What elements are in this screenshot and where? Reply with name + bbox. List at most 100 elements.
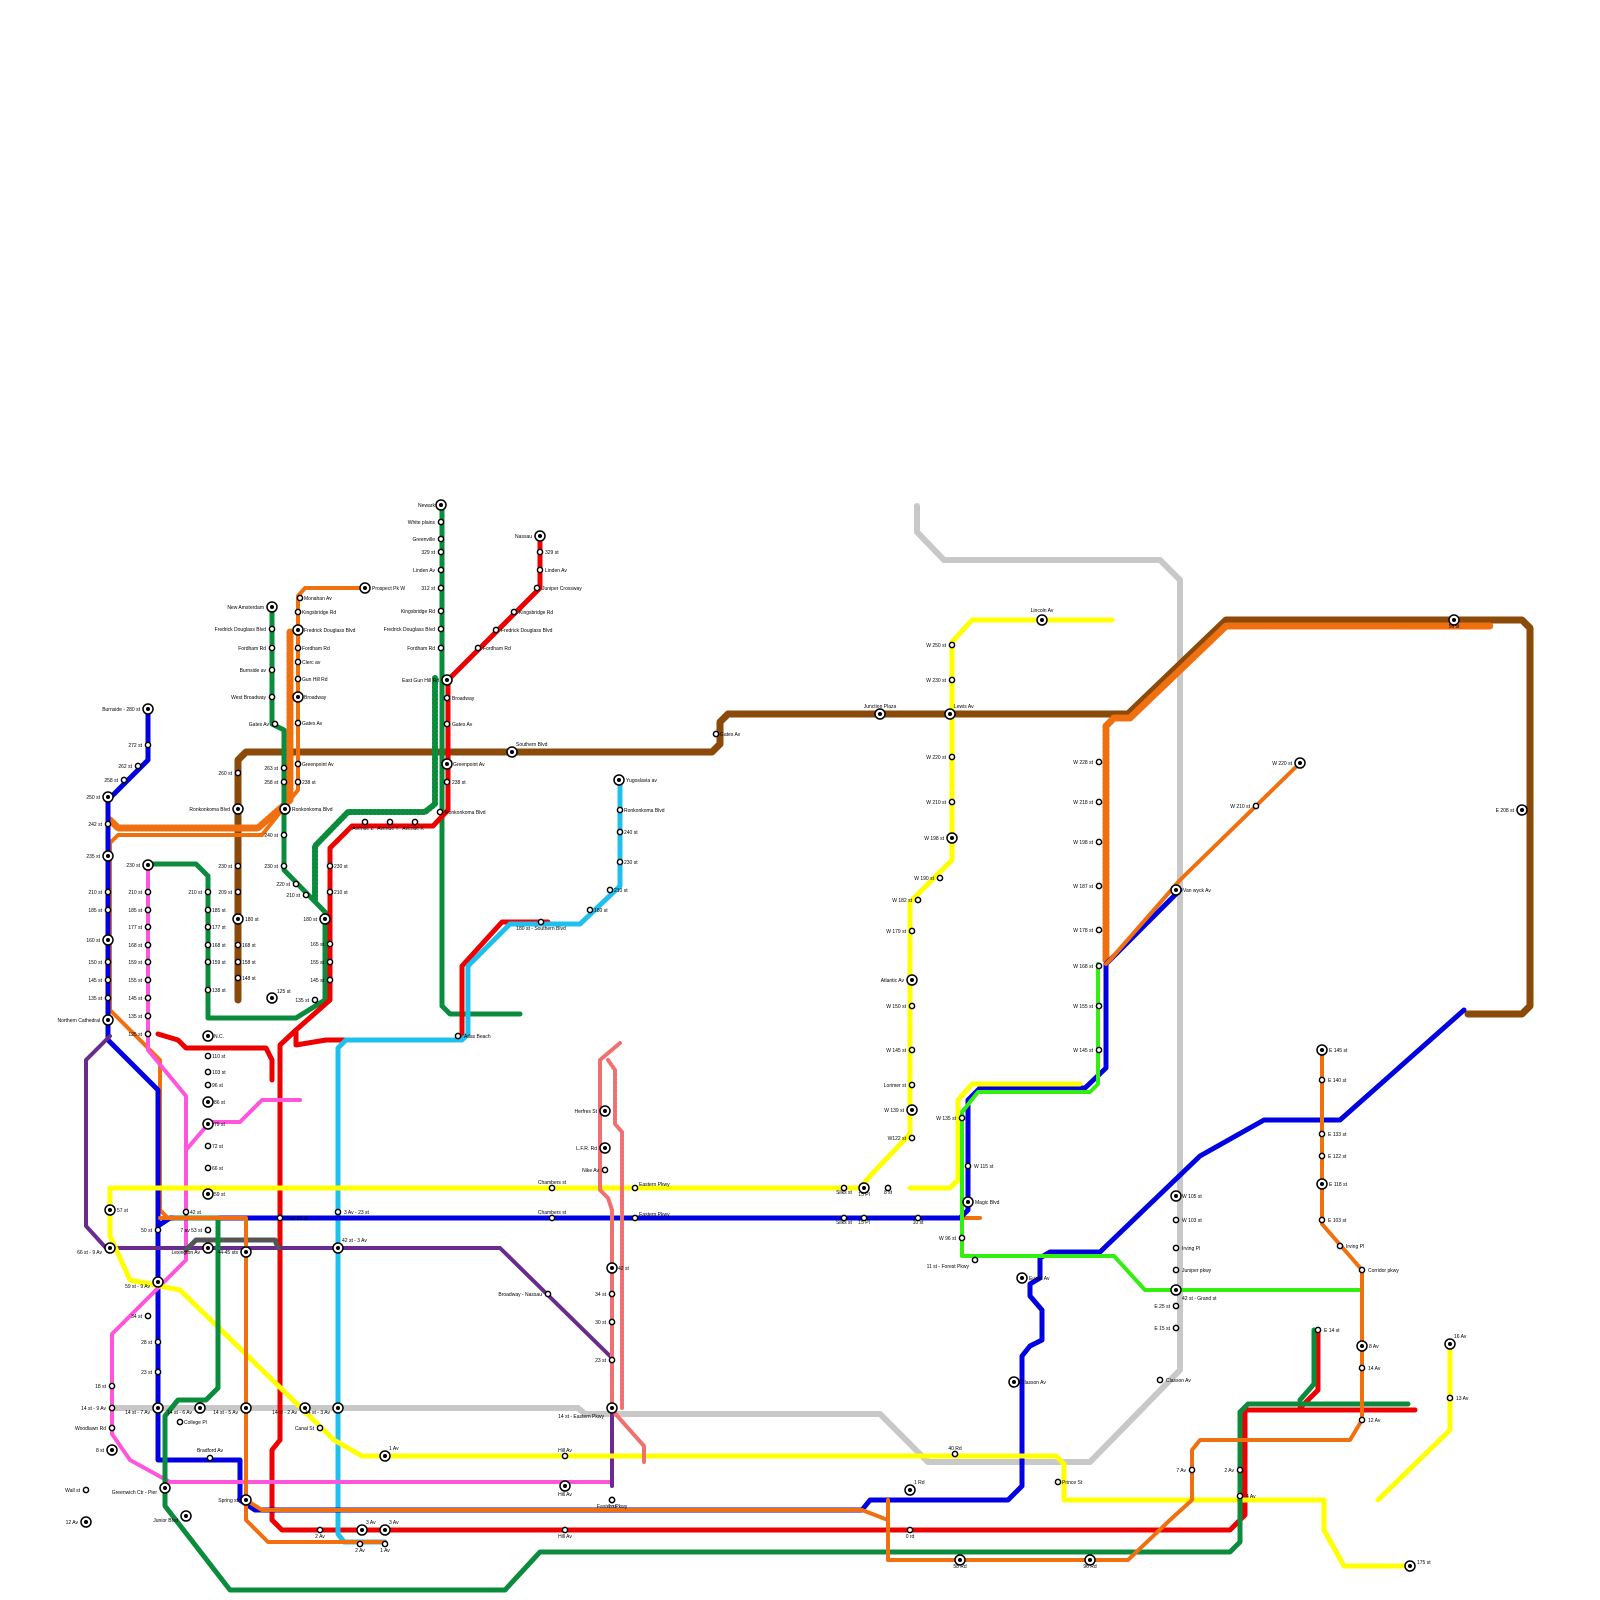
station-e-133[interactable] xyxy=(1319,1131,1324,1136)
station-av-1[interactable] xyxy=(380,1451,390,1461)
station-st-185-pink[interactable] xyxy=(145,907,150,912)
station-ronkonkoma-blvd-c[interactable] xyxy=(617,807,622,812)
station-st-14-eastern[interactable] xyxy=(607,1403,617,1413)
station-w-168[interactable] xyxy=(1096,963,1101,968)
station-st-44-5av[interactable] xyxy=(241,1247,251,1257)
station-junction-plaza[interactable] xyxy=(875,709,885,719)
station-e-145[interactable] xyxy=(1317,1045,1327,1055)
station-w-228[interactable] xyxy=(1096,759,1101,764)
station-st-150-w[interactable] xyxy=(105,959,110,964)
station-st-168-pink[interactable] xyxy=(145,942,150,947)
station-monahan-av[interactable] xyxy=(297,595,302,600)
station-st-34-m[interactable] xyxy=(609,1291,614,1296)
station-greenpoint-av-orange[interactable] xyxy=(295,761,300,766)
station-st-240-c[interactable] xyxy=(617,829,622,834)
station-w-103[interactable] xyxy=(1173,1217,1178,1222)
station-ronkonkoma-blvd-red[interactable] xyxy=(437,809,442,814)
station-lincoln-av[interactable] xyxy=(1037,615,1047,625)
station-st-42[interactable] xyxy=(183,1209,188,1214)
station-fordham-rd-red[interactable] xyxy=(475,645,480,650)
station-chambers-st-w[interactable] xyxy=(549,1185,554,1190)
station-st-210-w[interactable] xyxy=(105,889,110,894)
station-w-115[interactable] xyxy=(965,1163,970,1168)
station-st-42-m[interactable] xyxy=(607,1263,617,1273)
station-avenue-x-n[interactable] xyxy=(412,819,417,824)
station-northern-cathedral[interactable] xyxy=(103,1015,113,1025)
station-e-208[interactable] xyxy=(1517,805,1527,815)
station-st-135-pink[interactable] xyxy=(145,1013,150,1018)
station-st-230-b[interactable] xyxy=(327,863,332,868)
station-w-145-e[interactable] xyxy=(1096,1047,1101,1052)
station-st-210-c[interactable] xyxy=(607,887,612,892)
station-w-187[interactable] xyxy=(1096,883,1101,888)
station-ronkonkoma-blvd-west[interactable] xyxy=(233,804,243,814)
station-lewis-av[interactable] xyxy=(945,709,955,719)
station-avenue-y-n[interactable] xyxy=(387,819,392,824)
station-lfr-rd[interactable] xyxy=(600,1143,610,1153)
station-st-23-m[interactable] xyxy=(609,1357,614,1362)
station-avenue-z-n[interactable] xyxy=(362,819,367,824)
station-irving-pl[interactable] xyxy=(1173,1245,1178,1250)
station-kingsbridge-rd-orange[interactable] xyxy=(295,609,300,614)
station-st-230-c[interactable] xyxy=(617,859,622,864)
station-chambers-st-e[interactable] xyxy=(549,1215,554,1220)
station-w-220[interactable] xyxy=(949,754,954,759)
station-w-105[interactable] xyxy=(1171,1191,1181,1201)
station-st-177-pink[interactable] xyxy=(145,924,150,929)
station-broadway-red[interactable] xyxy=(444,695,449,700)
station-st-230-pink[interactable] xyxy=(143,860,153,870)
station-st-312[interactable] xyxy=(438,585,443,590)
station-southern-blvd[interactable] xyxy=(507,747,517,757)
station-st-250[interactable] xyxy=(103,792,113,802)
station-st-125-brown[interactable] xyxy=(267,993,277,1003)
station-av-3[interactable] xyxy=(380,1525,390,1535)
station-st-145-pink[interactable] xyxy=(145,995,150,1000)
station-st-14-5av[interactable] xyxy=(241,1403,251,1413)
station-w-96[interactable] xyxy=(959,1235,964,1240)
station-junior-blvd[interactable] xyxy=(181,1511,191,1521)
station-e-14[interactable] xyxy=(1315,1327,1320,1332)
station-lorimer-st[interactable] xyxy=(909,1082,914,1087)
station-lexington-av[interactable] xyxy=(203,1243,213,1253)
station-st-175[interactable] xyxy=(1405,1561,1415,1571)
station-st-158[interactable] xyxy=(235,959,240,964)
station-e-103[interactable] xyxy=(1319,1217,1324,1222)
station-juniper-pkwy[interactable] xyxy=(1173,1267,1178,1272)
station-hervey-st[interactable] xyxy=(600,1106,610,1116)
station-rd-1[interactable] xyxy=(905,1485,915,1495)
station-st-210-a[interactable] xyxy=(303,892,308,897)
station-kingsbridge-rd-red[interactable] xyxy=(511,609,516,614)
station-e-25[interactable] xyxy=(1173,1303,1178,1308)
station-st-96-a[interactable] xyxy=(205,1082,210,1087)
station-hill-av-a[interactable] xyxy=(562,1453,567,1458)
station-prospect-pk-w[interactable] xyxy=(360,583,370,593)
station-av-12-e[interactable] xyxy=(1359,1417,1364,1422)
station-gates-av-far[interactable] xyxy=(713,731,718,736)
station-st-160-w[interactable] xyxy=(103,935,113,945)
station-st-59[interactable] xyxy=(203,1189,213,1199)
station-st-262[interactable] xyxy=(135,763,140,768)
station-fdb-west[interactable] xyxy=(269,626,274,631)
station-st-230-a[interactable] xyxy=(281,863,286,868)
station-st-180-brown[interactable] xyxy=(233,914,243,924)
station-gun-hill-rd[interactable] xyxy=(295,676,300,681)
station-fordham-rd-green[interactable] xyxy=(438,645,443,650)
station-w-139[interactable] xyxy=(907,1105,917,1115)
station-st-230-brown[interactable] xyxy=(235,863,240,868)
station-st-57[interactable] xyxy=(105,1205,115,1215)
station-st-135-w[interactable] xyxy=(105,995,110,1000)
station-van-wyck-av[interactable] xyxy=(1171,885,1181,895)
station-st-145-w[interactable] xyxy=(105,977,110,982)
station-st-42-grand[interactable] xyxy=(1171,1285,1181,1295)
station-av-14[interactable] xyxy=(1359,1365,1364,1370)
station-st-263[interactable] xyxy=(281,765,286,770)
station-st-86-a[interactable] xyxy=(203,1097,213,1107)
station-newark[interactable] xyxy=(436,500,446,510)
station-st-168-g[interactable] xyxy=(205,942,210,947)
station-st-210-g[interactable] xyxy=(205,889,210,894)
station-st-103[interactable] xyxy=(205,1069,210,1074)
station-w-198[interactable] xyxy=(947,833,957,843)
station-st-34[interactable] xyxy=(145,1313,150,1318)
station-east-gun-hill[interactable] xyxy=(442,675,452,685)
station-st-23[interactable] xyxy=(155,1369,160,1374)
